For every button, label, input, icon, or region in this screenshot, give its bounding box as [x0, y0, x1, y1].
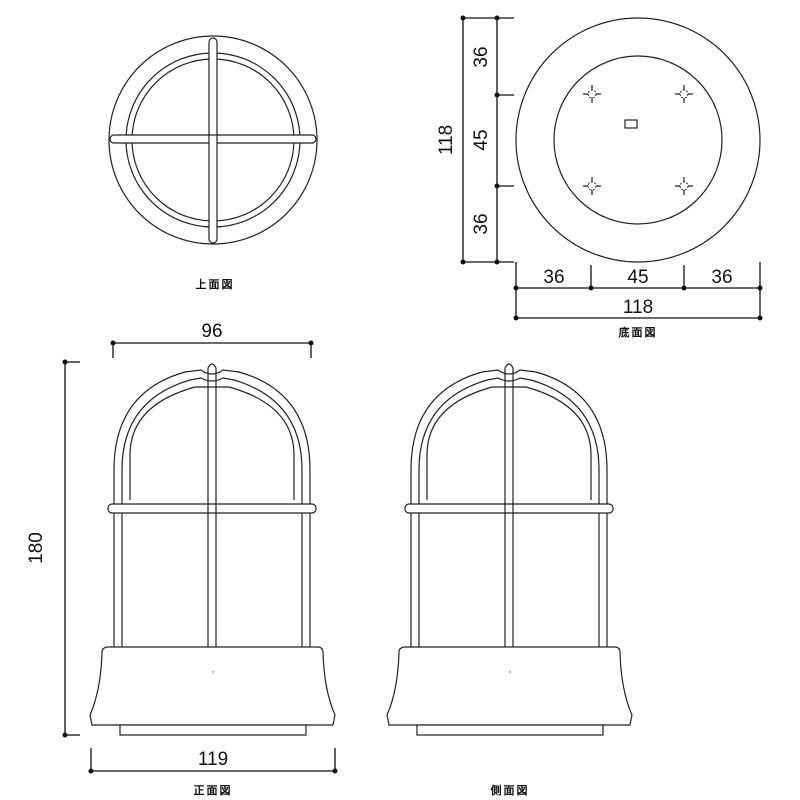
dim-118-horizontal: 118: [623, 297, 653, 318]
bottom-view-caption: 底面図: [619, 325, 658, 339]
dim-36-bottom: 36: [471, 213, 492, 234]
front-view-caption: 正面図: [194, 783, 233, 797]
dim-119: 119: [198, 749, 228, 770]
dim-45-horizontal: 45: [627, 267, 648, 288]
side-view-caption: 側面図: [490, 783, 530, 797]
dim-45-vertical: 45: [471, 129, 492, 150]
front-view: 96 180 119 正面図: [26, 321, 338, 797]
top-view-caption: 上面図: [196, 277, 235, 291]
mounting-hole-icon: [583, 85, 693, 195]
side-view: 側面図: [386, 363, 633, 797]
dim-118-vertical: 118: [436, 125, 457, 155]
dim-180: 180: [26, 532, 47, 564]
bottom-view: 118 36 45 36 36 45 36 118 底面図: [436, 15, 763, 339]
top-view: 上面図: [108, 35, 318, 291]
dim-96: 96: [201, 321, 222, 342]
dim-36-left: 36: [543, 267, 564, 288]
dim-36-top: 36: [471, 46, 492, 67]
dim-36-right: 36: [711, 267, 732, 288]
